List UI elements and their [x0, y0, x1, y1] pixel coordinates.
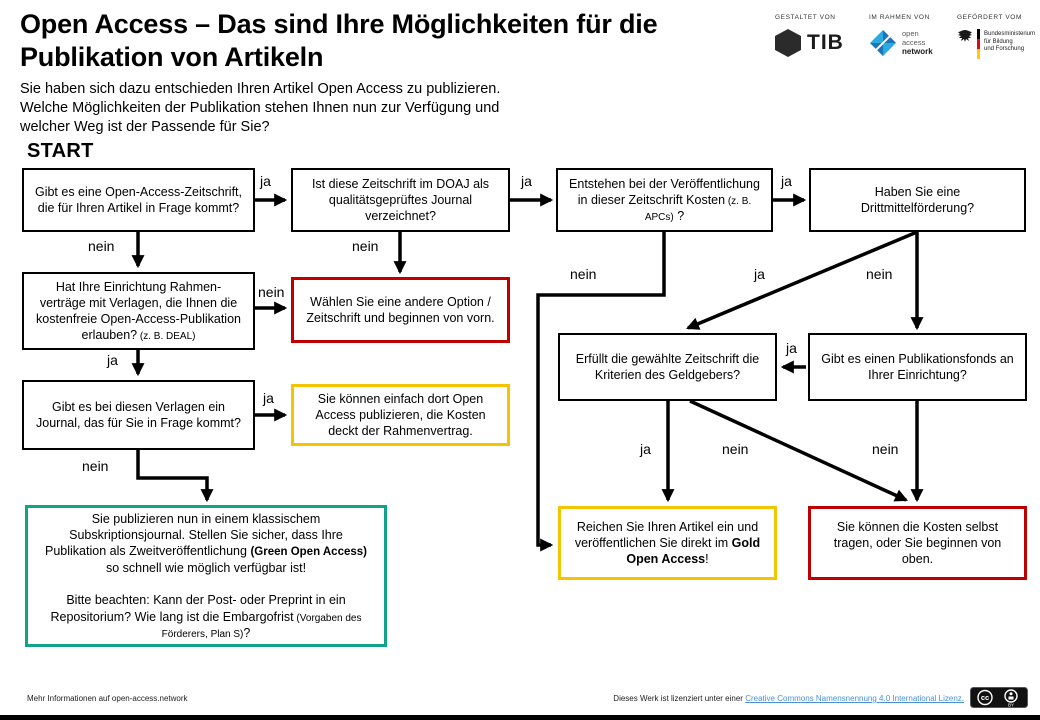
box-question-costs-note: (z. B. APCs) — [644, 195, 752, 224]
box-question-doaj-text: Ist diese Zeitschrift im DOAJ als qualit… — [311, 176, 490, 224]
logo-caption-framework-of: IM RAHMEN VON — [869, 14, 930, 21]
edge-label-oa-to-agreements: nein — [88, 238, 115, 254]
edge-label-oa-to-doaj: ja — [260, 173, 271, 189]
open-access-network-diamond-icon — [870, 30, 896, 56]
box-outcome-green-open-access: Sie publizieren nun in einem klassischem… — [25, 505, 387, 647]
green-p2-note: (Vorgaben des Förderers, Plan S) — [161, 612, 362, 640]
box-question-costs-suffix: ? — [673, 209, 685, 224]
footer-license: Dieses Werk ist lizenziert unter einer C… — [613, 694, 964, 703]
green-p1-rest: so schnell wie möglich verfügbar ist! — [105, 561, 307, 576]
box-outcome-restart: Wählen Sie eine andere Option / Zeitschr… — [291, 277, 510, 343]
edge-label-funding-to-fund: nein — [866, 266, 893, 282]
oan-line-network: network — [902, 47, 933, 57]
bottom-rule — [0, 715, 1040, 720]
green-p1-text: Sie publizieren nun in einem klassischem… — [45, 511, 343, 559]
box-question-publication-fund-text: Gibt es einen Publikationsfonds an Ihrer… — [821, 351, 1014, 382]
box-question-costs: Entstehen bei der Veröffentlichung in di… — [556, 168, 773, 232]
start-label: START — [27, 140, 94, 162]
box-question-doaj: Ist diese Zeitschrift im DOAJ als qualit… — [291, 168, 510, 232]
oan-line-access: access — [902, 38, 926, 48]
box-question-framework-agreements-note: (z. B. DEAL) — [137, 331, 196, 343]
tib-logo-icon — [775, 29, 801, 57]
open-access-network-logo-text: open access network — [902, 29, 933, 57]
box-question-funder-criteria: Erfüllt die gewählte Zeitschrift die Kri… — [558, 333, 777, 401]
box-outcome-green-paragraph-1: Sie publizieren nun in einem klassischem… — [37, 511, 375, 577]
edge-label-criteria-to-gold: ja — [640, 441, 651, 457]
edge-label-agreements-to-restart: nein — [258, 284, 285, 300]
box-outcome-restart-text: Wählen Sie eine andere Option / Zeitschr… — [306, 294, 495, 325]
edge-label-costs-to-funding: ja — [781, 173, 792, 189]
logo-caption-designed-by: GESTALTET VON — [775, 14, 836, 21]
edge-label-fund-to-self: nein — [872, 441, 899, 457]
box-question-framework-agreements: Hat Ihre Einrichtung Rahmen-verträge mit… — [22, 272, 255, 350]
edge-label-journalfit-to-deal: ja — [263, 390, 274, 406]
bmbf-line-1: Bundesministerium — [984, 31, 1036, 37]
oan-line-open: open — [902, 29, 919, 39]
logo-funded-by: GEFÖRDERT VOM Bundesministerium für Bild… — [957, 14, 1037, 59]
edge-label-doaj-to-restart: nein — [352, 238, 379, 254]
box-outcome-self-pay: Sie können die Kosten selbst tragen, ode… — [808, 506, 1027, 580]
edge-label-doaj-to-costs: ja — [521, 173, 532, 189]
box-question-oa-journal-text: Gibt es eine Open-Access-Zeitschrift, di… — [34, 184, 243, 215]
logo-caption-funded-by: GEFÖRDERT VOM — [957, 14, 1022, 21]
green-open-access-bold: (Green Open Access) — [250, 546, 367, 559]
box-question-costs-text: Entstehen bei der Veröffentlichung in di… — [569, 176, 760, 207]
tib-logo-text: TIB — [807, 31, 844, 54]
edge-label-journalfit-to-green: nein — [82, 458, 109, 474]
page-title: Open Access – Das sind Ihre Möglichkeite… — [20, 9, 658, 72]
bmbf-logo-text: Bundesministerium für Bildung und Forsch… — [984, 29, 1035, 54]
cc-by-badge[interactable]: cc BY — [970, 687, 1028, 713]
box-outcome-gold-suffix: ! — [705, 552, 709, 567]
box-question-third-party-funding: Haben Sie eine Drittmittelförderung? — [809, 168, 1026, 232]
box-outcome-gold-text: Reichen Sie Ihren Artikel ein und veröff… — [574, 519, 759, 550]
footer-more-info: Mehr Informationen auf open-access.netwo… — [27, 694, 188, 703]
edge-label-agreements-to-journalfit: ja — [107, 352, 118, 368]
edge-label-fund-to-criteria: ja — [786, 340, 797, 356]
box-outcome-self-pay-text: Sie können die Kosten selbst tragen, ode… — [833, 519, 1002, 567]
box-question-oa-journal: Gibt es eine Open-Access-Zeitschrift, di… — [22, 168, 255, 232]
edge-label-funding-to-criteria: ja — [754, 266, 765, 282]
green-p2-text: Bitte beachten: Kann der Post- oder Prep… — [50, 593, 346, 624]
german-flag-stripe — [977, 29, 980, 59]
edge-label-costs-to-gold: nein — [570, 266, 597, 282]
cc-by-badge-icon: cc BY — [970, 687, 1028, 708]
box-question-journal-fit: Gibt es bei diesen Verlagen ein Journal,… — [22, 380, 255, 450]
box-outcome-gold-open-access: Reichen Sie Ihren Artikel ein und veröff… — [558, 506, 777, 580]
box-question-journal-fit-text: Gibt es bei diesen Verlagen ein Journal,… — [36, 399, 241, 430]
cc-license-link[interactable]: Creative Commons Namensnennung 4.0 Inter… — [745, 694, 964, 703]
box-outcome-deal-publish-text: Sie können einfach dort Open Access publ… — [315, 391, 486, 439]
box-outcome-deal-publish: Sie können einfach dort Open Access publ… — [291, 384, 510, 446]
federal-eagle-icon — [958, 30, 972, 42]
svg-text:BY: BY — [1008, 703, 1014, 708]
box-question-funder-criteria-text: Erfüllt die gewählte Zeitschrift die Kri… — [575, 351, 760, 382]
box-question-third-party-funding-text: Haben Sie eine Drittmittelförderung? — [860, 184, 975, 215]
bmbf-line-3: und Forschung — [984, 46, 1025, 52]
logo-framework-of: IM RAHMEN VON open access network — [869, 14, 969, 57]
bmbf-line-2: für Bildung — [984, 38, 1013, 45]
footer-license-prefix: Dieses Werk ist lizenziert unter einer — [613, 694, 746, 703]
box-question-framework-agreements-text: Hat Ihre Einrichtung Rahmen-verträge mit… — [36, 279, 241, 343]
logo-designed-by: GESTALTET VON TIB — [775, 14, 867, 57]
green-p2-suffix: ? — [243, 625, 251, 640]
gold-open-access-bold: Gold Open Access — [626, 535, 761, 567]
box-question-publication-fund: Gibt es einen Publikationsfonds an Ihrer… — [808, 333, 1027, 401]
intro-text: Sie haben sich dazu entschieden Ihren Ar… — [20, 81, 501, 136]
svg-text:cc: cc — [981, 693, 989, 702]
box-outcome-green-paragraph-2: Bitte beachten: Kann der Post- oder Prep… — [37, 592, 375, 641]
edge-label-criteria-to-self: nein — [722, 441, 749, 457]
